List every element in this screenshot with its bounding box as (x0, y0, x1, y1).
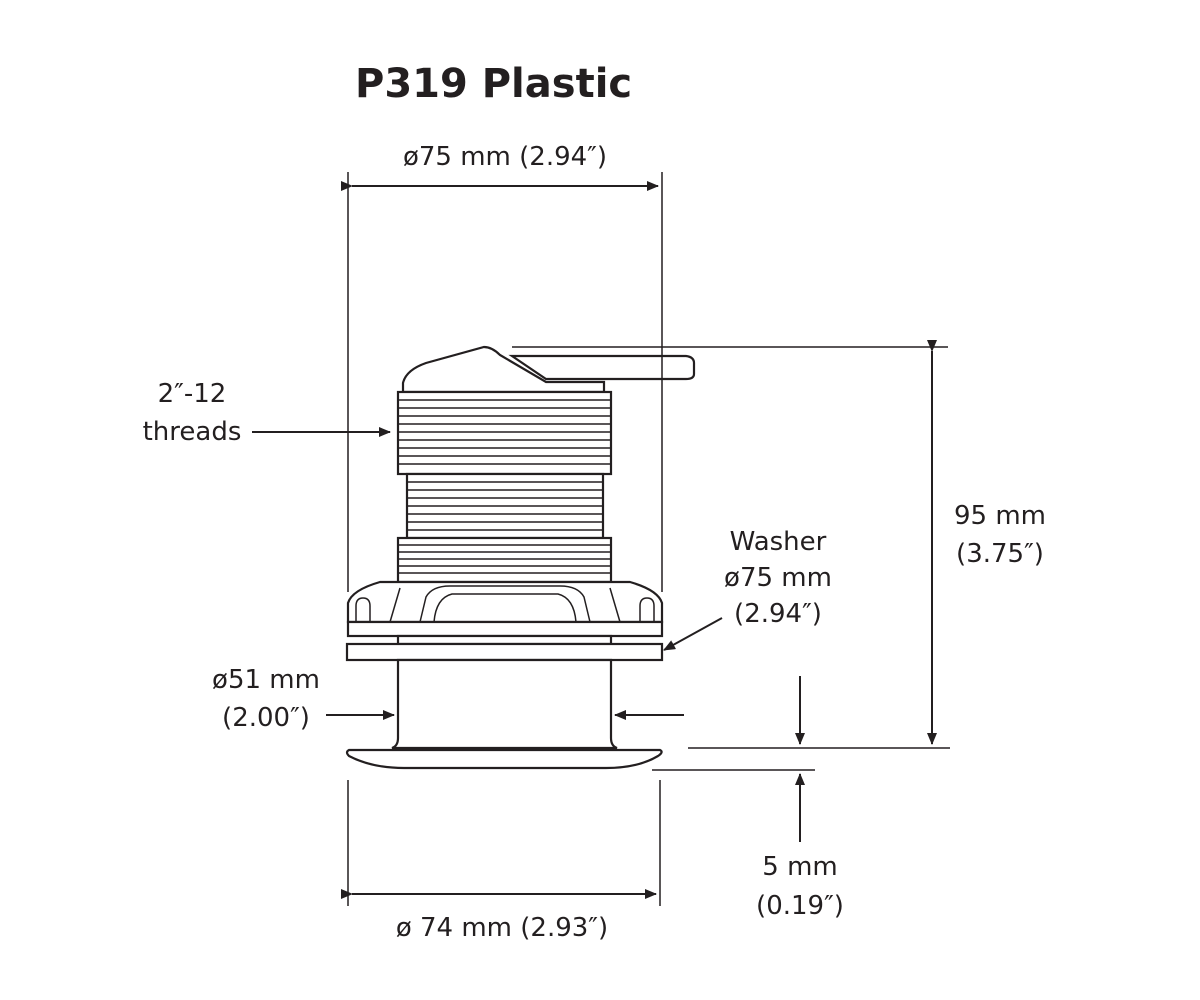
stem (391, 658, 618, 750)
lower-thread-lines (398, 544, 611, 574)
stem-label-line1: ø51 mm (212, 665, 320, 695)
transducer-body (345, 345, 696, 770)
diagram-title: P319 Plastic (355, 61, 632, 107)
bottom-diameter-label: ø 74 mm (2.93″) (396, 913, 608, 943)
bottom-diameter-dimension: ø 74 mm (2.93″) (341, 780, 661, 943)
nut-gap-thread (396, 634, 613, 646)
height-label-line2: (3.75″) (956, 539, 1044, 569)
flange-label-line2: (0.19″) (756, 891, 844, 921)
washer-label-line2: ø75 mm (724, 563, 832, 593)
washer-label-line3: (2.94″) (734, 599, 822, 629)
cable-cap (401, 345, 606, 394)
flange-label-line1: 5 mm (762, 852, 837, 882)
flange-thickness-dimension: 5 mm (0.19″) (652, 676, 844, 921)
stem-label-line2: (2.00″) (222, 703, 310, 733)
flange (345, 748, 663, 770)
hull-nut (346, 580, 664, 624)
threads-label-line1: 2″-12 (158, 379, 227, 409)
hull-nut-notch-right (639, 597, 655, 622)
hull-nut-window (419, 585, 591, 623)
washer-label-line1: Washer (730, 527, 827, 557)
upper-threads (396, 390, 613, 476)
washer (345, 642, 664, 662)
hull-nut-notch-left (355, 597, 371, 622)
washer-callout: Washer ø75 mm (2.94″) (663, 527, 832, 651)
stem-diameter-dimension: ø51 mm (2.00″) (212, 665, 684, 733)
middle-thread-lines (407, 481, 603, 531)
hull-nut-base (346, 620, 664, 638)
threads-callout: 2″-12 threads (143, 379, 391, 447)
hull-nut-rib-right (609, 587, 621, 623)
upper-thread-lines (398, 399, 611, 465)
height-dimension: 95 mm (3.75″) (512, 340, 1046, 749)
top-diameter-dimension: ø75 mm (2.94″) (341, 142, 663, 592)
top-diameter-label: ø75 mm (2.94″) (403, 142, 607, 172)
hull-nut-window-inner (433, 593, 577, 623)
hull-nut-rib-left (389, 587, 401, 623)
height-label-line1: 95 mm (954, 501, 1046, 531)
cable-tab (508, 354, 696, 381)
threads-label-line2: threads (143, 417, 242, 447)
